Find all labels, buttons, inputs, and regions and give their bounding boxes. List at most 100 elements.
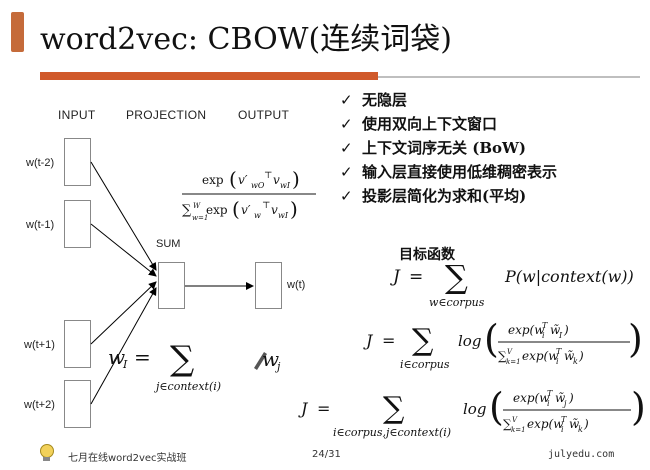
svg-text:=: = — [134, 345, 151, 369]
svg-text:∑: ∑ — [503, 417, 512, 431]
svg-text:j: j — [562, 399, 567, 408]
lightbulb-base-icon — [43, 457, 50, 461]
svg-text:∑: ∑ — [498, 349, 507, 363]
bullet-item: ✓ 输入层直接使用低维稠密表示 — [340, 160, 557, 184]
svg-text:T: T — [556, 347, 562, 356]
svg-text:): ) — [292, 167, 300, 191]
svg-text:⊤: ⊤ — [262, 201, 270, 211]
svg-text:w̃: w̃ — [569, 417, 580, 431]
svg-text:w=1: w=1 — [192, 214, 208, 222]
projection-box — [158, 262, 185, 309]
footer-course: 七月在线word2vec实战班 — [68, 453, 187, 464]
svg-text:exp(w: exp(w — [527, 417, 564, 431]
svg-text:P(w|context(w)): P(w|context(w)) — [504, 267, 634, 286]
svg-text:j: j — [274, 360, 281, 373]
svg-text:(: ( — [232, 197, 240, 221]
lightbulb-icon — [40, 444, 54, 458]
svg-text:∑: ∑ — [182, 203, 192, 218]
svg-text:log: log — [463, 400, 486, 418]
slide-title: word2vec: CBOW(连续词袋) — [40, 22, 452, 57]
svg-text:I: I — [122, 358, 128, 371]
svg-text:wO: wO — [251, 181, 265, 190]
svg-text:v′: v′ — [238, 173, 248, 187]
svg-text:): ) — [631, 385, 645, 429]
svg-text:⊤: ⊤ — [264, 171, 272, 181]
projection-sum-formula: w I = ∑ j∈context(i) w j — [108, 339, 281, 393]
check-icon: ✓ — [340, 139, 353, 157]
check-icon: ✓ — [340, 163, 353, 181]
svg-text:V: V — [512, 416, 518, 424]
bullet-text: 使用双向上下文窗口 — [362, 115, 498, 133]
check-icon: ✓ — [340, 187, 353, 205]
svg-text:T: T — [542, 321, 548, 330]
bullet-item: ✓ 使用双向上下文窗口 — [340, 112, 557, 136]
svg-text:k: k — [578, 425, 583, 434]
svg-text:V: V — [507, 348, 513, 356]
objective-formula-1: J = ∑ w∈corpus P(w|context(w)) — [390, 258, 634, 309]
svg-text:exp: exp — [206, 203, 228, 217]
svg-text:j∈context(i): j∈context(i) — [153, 380, 221, 393]
svg-text:W: W — [193, 202, 201, 210]
input-label-t-2: w(t-2) — [26, 157, 55, 169]
input-box-t-1 — [64, 200, 91, 248]
title-accent-icon — [11, 12, 24, 52]
svg-text:(: ( — [229, 167, 237, 191]
svg-text:=: = — [317, 399, 330, 418]
svg-text:w: w — [254, 211, 261, 220]
bullet-text: 投影层简化为求和(平均) — [362, 187, 527, 205]
svg-text:): ) — [583, 417, 589, 431]
projection-header: PROJECTION — [126, 108, 207, 122]
svg-text:w̃: w̃ — [555, 391, 566, 405]
svg-text:∑: ∑ — [412, 323, 434, 358]
output-label: w(t) — [287, 279, 306, 291]
svg-text:): ) — [568, 391, 574, 405]
svg-text:T: T — [547, 389, 553, 398]
footer-site: julyedu.com — [548, 449, 615, 460]
svg-text:w: w — [108, 345, 125, 369]
bullet-text: 无隐层 — [362, 91, 408, 109]
svg-text:k=1: k=1 — [506, 358, 521, 366]
svg-text:v: v — [273, 173, 280, 187]
svg-text:w: w — [262, 347, 279, 371]
svg-text:k: k — [573, 357, 578, 366]
bullet-text: 输入层直接使用低维稠密表示 — [362, 163, 558, 181]
check-icon: ✓ — [340, 91, 353, 109]
objective-formula-3: J = ∑ i∈corpus,j∈context(i) log ( exp(w … — [298, 385, 645, 439]
svg-text:=: = — [409, 267, 423, 287]
svg-text:): ) — [563, 323, 569, 337]
svg-text:log: log — [458, 332, 481, 350]
svg-text:w̃: w̃ — [550, 323, 561, 337]
svg-text:i∈corpus: i∈corpus — [400, 358, 450, 371]
bullet-list: ✓ 无隐层 ✓ 使用双向上下文窗口 ✓ 上下文词序无关 (BoW) ✓ 输入层直接使用低… — [340, 88, 557, 208]
svg-text:∑: ∑ — [445, 258, 468, 296]
svg-text:=: = — [382, 331, 395, 350]
bullet-text: 上下文词序无关 (BoW) — [362, 139, 526, 157]
svg-text:): ) — [290, 197, 298, 221]
check-icon: ✓ — [340, 115, 353, 133]
svg-text:i∈corpus,j∈context(i): i∈corpus,j∈context(i) — [333, 426, 451, 439]
objective-label: 目标函数 — [399, 247, 455, 263]
softmax-formula: exp ( v′ wO ⊤ v wI ) ∑ W w=1 exp ( v′ w … — [182, 167, 316, 222]
svg-text:(: ( — [489, 385, 504, 429]
svg-text:i: i — [556, 357, 559, 366]
svg-text:J: J — [390, 267, 401, 287]
svg-text:v: v — [271, 203, 278, 217]
bullet-item: ✓ 无隐层 — [340, 88, 557, 112]
svg-text:∑: ∑ — [383, 391, 405, 426]
svg-text:): ) — [578, 349, 584, 363]
svg-text:i: i — [561, 425, 564, 434]
objective-formula-2: J = ∑ i∈corpus log ( exp(w i T w̃ I ) ∑ … — [363, 317, 643, 371]
footer-page-number: 24/31 — [312, 449, 341, 460]
input-box-t+2 — [64, 380, 91, 428]
svg-text:v′: v′ — [241, 203, 251, 217]
svg-text:exp(w: exp(w — [513, 391, 550, 405]
svg-text:wI: wI — [280, 181, 291, 190]
svg-text:T: T — [561, 415, 567, 424]
svg-text:I: I — [558, 331, 563, 340]
svg-text:J: J — [363, 331, 374, 350]
svg-text:(: ( — [484, 317, 499, 361]
svg-text:w∈corpus: w∈corpus — [429, 296, 485, 309]
svg-text:exp(w: exp(w — [508, 323, 545, 337]
input-box-t-2 — [64, 138, 91, 186]
